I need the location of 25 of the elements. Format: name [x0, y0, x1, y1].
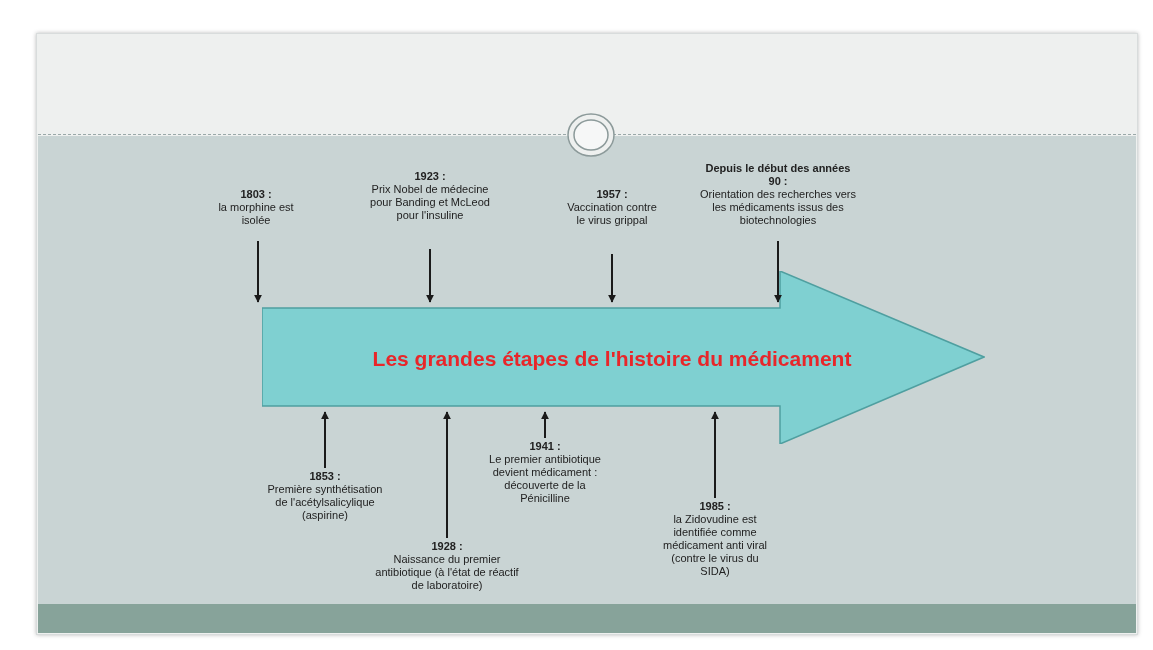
event-date: 1853 :	[309, 470, 341, 483]
arrow	[254, 240, 262, 303]
event-date: 1928 :	[431, 540, 463, 553]
event-description: la Zidovudine est identifiée comme médicament anti viral (contre le virus du SIDA)	[662, 513, 768, 578]
event-date: Depuis le début des années 90 :	[704, 162, 852, 188]
timeline-title: Les grandes étapes de l'histoire du médicament	[371, 346, 853, 372]
event-description: Le premier antibiotique devient médicament : découverte de la Pénicilline	[488, 453, 602, 505]
event-description: Première synthétisation de l'acétylsalicylique (aspirine)	[266, 483, 384, 522]
event-description: Naissance du premier antibiotique (à l'état de réactif de laboratoire)	[374, 553, 520, 592]
arrow	[711, 411, 719, 499]
event-description: la morphine est isolée	[217, 201, 295, 227]
event-date: 1923 :	[414, 170, 446, 183]
event-date: 1957 :	[596, 188, 628, 201]
arrow	[774, 240, 782, 303]
arrow	[443, 411, 451, 539]
event-date: 1803 :	[240, 188, 272, 201]
event-description: Orientation des recherches vers les médicaments issus des biotechnologies	[700, 188, 856, 227]
arrow	[426, 248, 434, 303]
event-description: Prix Nobel de médecine pour Banding et McLeod pour l'insuline	[369, 183, 491, 222]
event-date: 1941 :	[529, 440, 561, 453]
event-description: Vaccination contre le virus grippal	[566, 201, 658, 227]
event-date: 1985 :	[699, 500, 731, 513]
arrow	[608, 253, 616, 303]
arrow	[321, 411, 329, 469]
arrow	[541, 411, 549, 439]
